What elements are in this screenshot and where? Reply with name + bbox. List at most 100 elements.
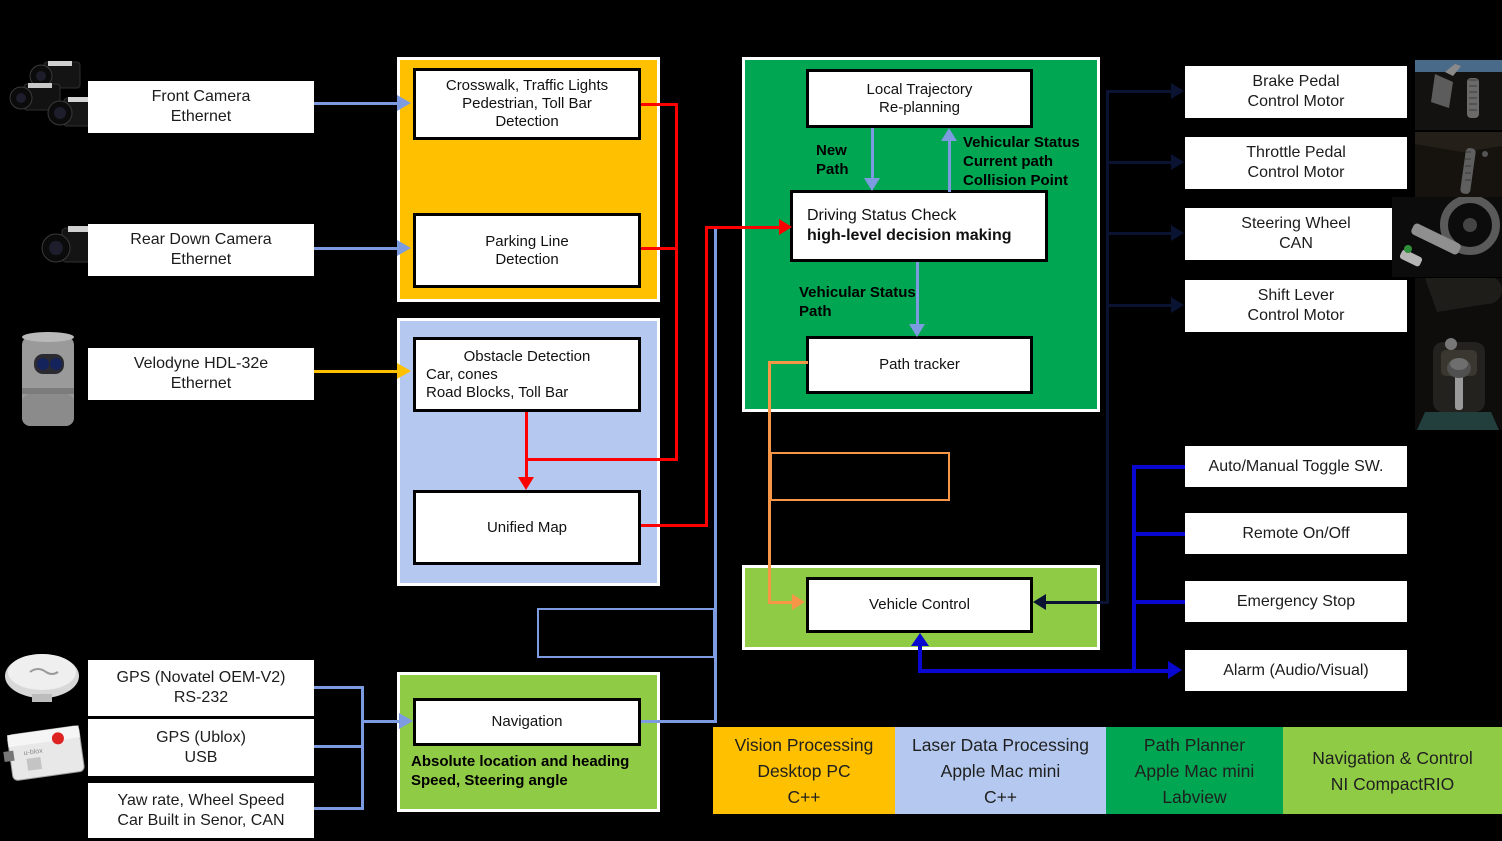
parking-line-detection-box: Parking Line Detection: [413, 213, 641, 288]
label-line: GPS (Ublox): [156, 728, 246, 746]
label-line: Rear Down Camera: [130, 231, 272, 248]
legend-laser-processing: Laser Data Processing Apple Mac mini C++: [895, 727, 1106, 814]
map-to-driving-link: [705, 226, 781, 229]
emergency-link: [1136, 600, 1185, 604]
legend-line: Apple Mac mini: [1134, 760, 1255, 781]
throttle-link: [1109, 161, 1173, 164]
label-line: Path: [816, 161, 849, 178]
arrow-left-icon: [1033, 594, 1046, 610]
arrow-right-icon: [397, 363, 411, 379]
label-line: Brake Pedal: [1252, 73, 1340, 90]
box-line: Road Blocks, Toll Bar: [426, 383, 569, 401]
velodyne-photo: [16, 328, 80, 437]
box-line: Driving Status Check: [807, 207, 957, 224]
status-up-arrow-line: [948, 141, 951, 192]
arrow-right-icon: [1171, 297, 1184, 313]
velodyne-label: Velodyne HDL-32e Ethernet: [88, 348, 314, 400]
ublox-photo: u-blox: [2, 716, 92, 796]
legend-line: C++: [983, 786, 1018, 807]
gps-ublox-link: [314, 745, 364, 748]
box-line: Crosswalk, Traffic Lights: [445, 77, 609, 94]
vehicular-status-down-label: Vehicular Status Path: [799, 283, 916, 321]
box-line: Vehicle Control: [869, 596, 970, 613]
navigation-box: Navigation: [413, 698, 641, 746]
box-line: Obstacle Detection: [463, 347, 591, 365]
svg-text:u-blox: u-blox: [23, 748, 43, 758]
control-alarm-horizontal: [918, 669, 1170, 673]
navigation-out-link: [641, 720, 717, 723]
label-line: Remote On/Off: [1242, 524, 1350, 542]
gps-to-navigation-link: [361, 720, 403, 723]
control-up-line: [918, 644, 922, 673]
legend-line: Labview: [1162, 786, 1227, 807]
map-bus-vertical: [705, 226, 708, 527]
label-line: Current path: [963, 153, 1053, 170]
box-line: Pedestrian, Toll Bar: [462, 95, 592, 112]
box-line: Local Trajectory: [866, 80, 973, 98]
label-line: Path: [799, 303, 832, 320]
caption-line: Absolute location and heading: [411, 753, 630, 770]
label-line: Ethernet: [170, 375, 232, 392]
arrow-down-icon: [518, 477, 534, 490]
steering-link: [1109, 232, 1173, 235]
label-line: Control Motor: [1247, 164, 1345, 181]
remote-onoff-label: Remote On/Off: [1185, 513, 1407, 554]
remote-link: [1136, 532, 1185, 536]
gps-antenna-icon: [5, 654, 79, 702]
path-tracker-box: Path tracker: [806, 336, 1033, 394]
crosswalk-out-link: [641, 103, 678, 106]
legend-path-planner: Path Planner Apple Mac mini Labview: [1106, 727, 1283, 814]
legend-line: Laser Data Processing: [911, 734, 1090, 755]
parking-out-link: [641, 247, 678, 250]
actuator-bus-vertical: [1106, 90, 1109, 604]
rear-camera-link: [314, 247, 399, 250]
legend-navigation-control: Navigation & Control NI CompactRIO: [1283, 727, 1502, 814]
label-line: Alarm (Audio/Visual): [1223, 661, 1369, 679]
obstacle-to-map-link: [525, 412, 528, 478]
legend-line: Path Planner: [1143, 734, 1246, 755]
navigation-caption: Absolute location and heading Speed, Ste…: [411, 752, 629, 790]
front-camera-label: Front Camera Ethernet: [88, 81, 314, 133]
crosswalk-detection-box: Crosswalk, Traffic Lights Pedestrian, To…: [413, 68, 641, 140]
driving-status-check-box: Driving Status Check high-level decision…: [790, 190, 1048, 262]
arrow-right-icon: [397, 95, 411, 111]
label-line: Collision Point: [963, 172, 1068, 189]
label-line: Auto/Manual Toggle SW.: [1208, 457, 1384, 475]
tracker-bus-vertical: [768, 361, 771, 604]
label-line: Vehicular Status: [799, 284, 916, 301]
arrow-right-icon: [397, 240, 411, 256]
arrow-right-icon: [779, 219, 792, 235]
label-line: New: [816, 142, 847, 159]
shift-lever-label: Shift Lever Control Motor: [1185, 280, 1407, 332]
gps-bus-vertical: [361, 686, 364, 810]
arrow-right-icon: [1171, 83, 1184, 99]
brake-pedal-photo: [1415, 60, 1502, 135]
box-line: Path tracker: [879, 356, 960, 373]
vision-bus-vertical: [675, 103, 678, 461]
legend-line: Apple Mac mini: [940, 760, 1061, 781]
brake-pedal-label: Brake Pedal Control Motor: [1185, 66, 1407, 118]
obstacle-detection-box: Obstacle Detection Car, cones Road Block…: [413, 337, 641, 412]
yaw-rate-label: Yaw rate, Wheel Speed Car Built in Senor…: [88, 783, 314, 838]
gps-novatel-label: GPS (Novatel OEM-V2) RS-232: [88, 660, 314, 716]
rear-camera-label: Rear Down Camera Ethernet: [88, 224, 314, 276]
throttle-pedal-label: Throttle Pedal Control Motor: [1185, 137, 1407, 189]
box-line: Detection: [495, 113, 559, 130]
box-line: Unified Map: [486, 518, 568, 536]
yaw-rate-link: [314, 807, 364, 810]
label-line: CAN: [1279, 235, 1313, 252]
tracker-junction-rect: [770, 452, 950, 501]
navigation-junction-rect: [537, 608, 715, 658]
auto-manual-link: [1136, 465, 1185, 469]
velodyne-link: [314, 370, 399, 373]
legend-line: Navigation & Control: [1312, 747, 1473, 768]
tracker-out-link: [768, 361, 808, 364]
arrow-right-icon: [792, 594, 805, 610]
label-line: Front Camera: [151, 88, 251, 105]
shift-link: [1109, 304, 1173, 307]
front-camera-link: [314, 102, 399, 105]
lidar-icon: [22, 332, 74, 426]
box-line: Navigation: [491, 713, 563, 730]
arrow-right-icon: [1168, 661, 1182, 679]
